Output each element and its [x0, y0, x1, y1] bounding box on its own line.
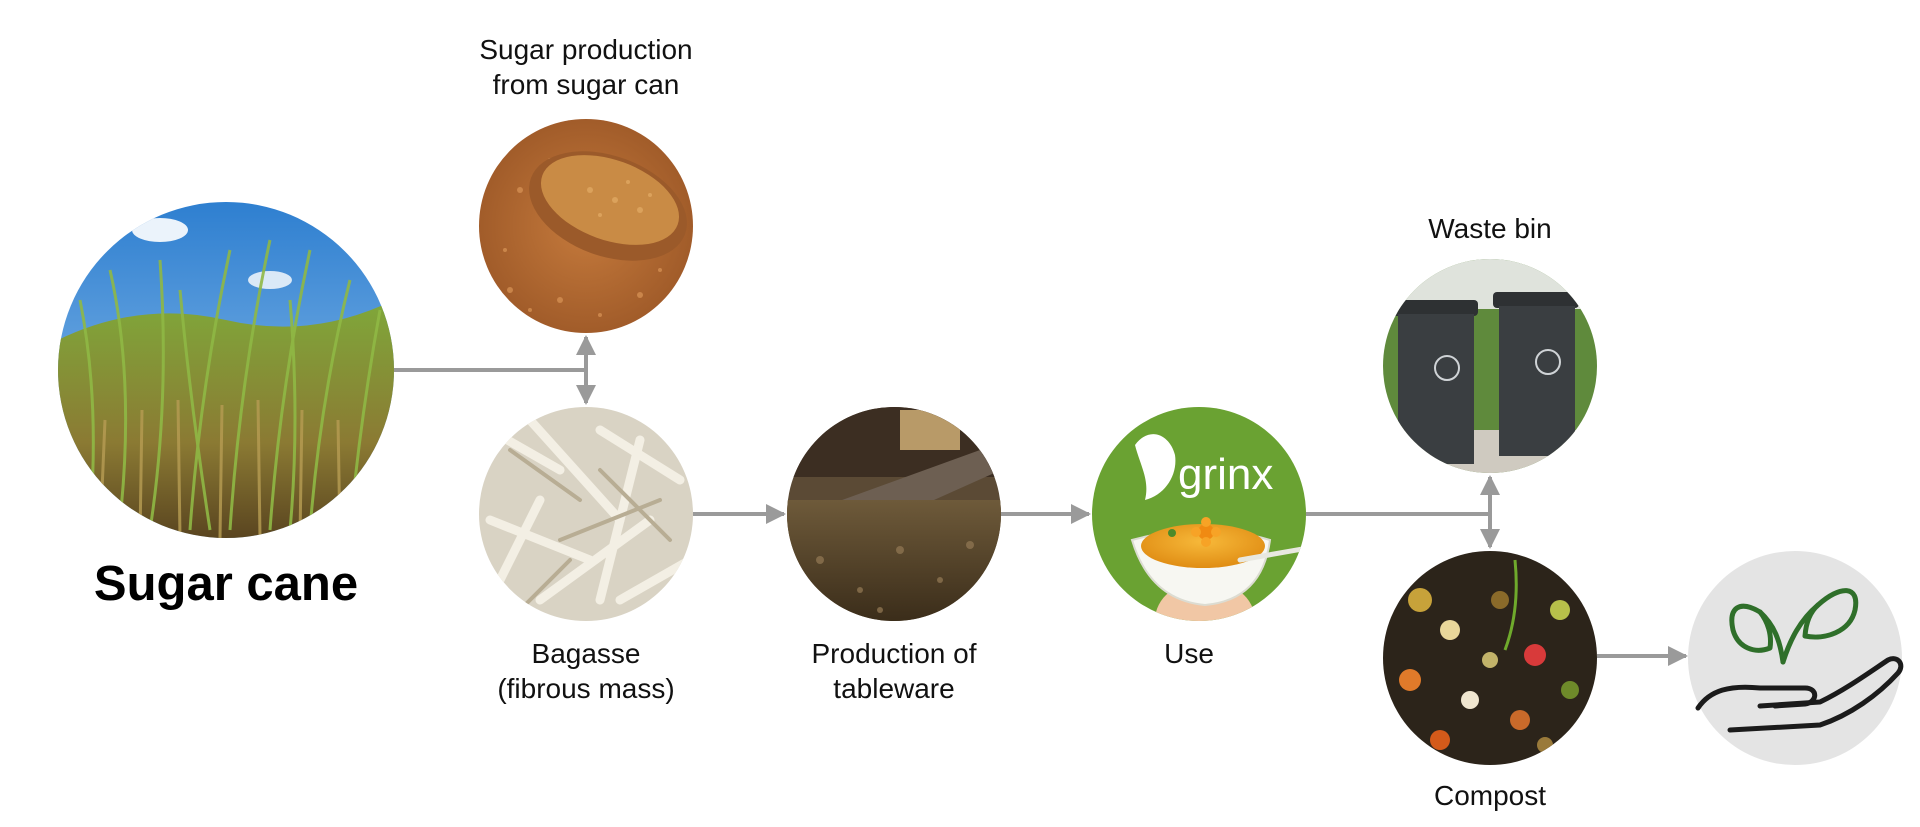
label-sugar-production-line2: from sugar can	[492, 69, 680, 100]
label-production-line1: Production of	[811, 638, 977, 669]
label-sugar-production: Sugar production from sugar can	[436, 32, 736, 102]
label-use: Use	[1164, 638, 1214, 669]
label-bagasse-line2: (fibrous mass)	[497, 673, 675, 704]
plant-in-hand-icon	[1688, 551, 1904, 765]
tableware-production-image	[787, 407, 1001, 621]
grinx-bowl-image: grinx	[1092, 407, 1306, 621]
label-production-line2: tableware	[833, 673, 955, 704]
leaf-logo-icon	[1135, 434, 1176, 500]
bin-left	[1392, 300, 1478, 464]
connector-lines	[394, 335, 1688, 666]
label-sugar-production-line1: Sugar production	[479, 34, 693, 65]
label-production-tableware: Production of tableware	[764, 636, 1024, 706]
title-sugar-cane: Sugar cane	[93, 557, 359, 611]
label-bagasse-line1: Bagasse	[531, 638, 641, 669]
bin-right	[1493, 292, 1579, 456]
bagasse-image	[479, 407, 693, 621]
label-waste-bin: Waste bin	[1428, 213, 1552, 244]
grinx-logo-text: grinx	[1178, 450, 1273, 499]
sugar-cane-image	[58, 202, 394, 538]
brown-sugar-image	[479, 119, 693, 333]
compost-image	[1383, 551, 1597, 765]
label-bagasse: Bagasse (fibrous mass)	[456, 636, 716, 706]
label-compost: Compost	[1433, 780, 1547, 811]
waste-bin-image	[1383, 259, 1597, 473]
